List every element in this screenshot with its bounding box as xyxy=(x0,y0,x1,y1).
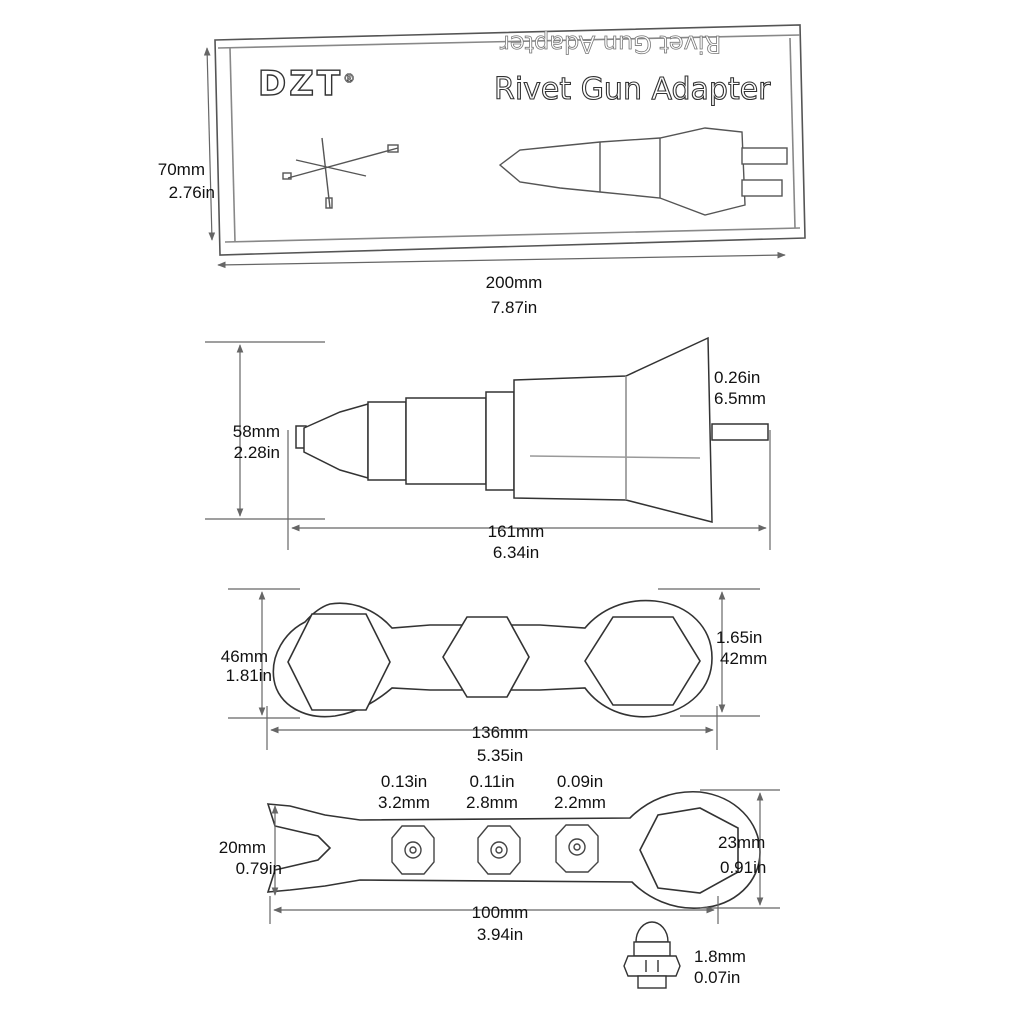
nut2-size-mm: 2.8mm xyxy=(466,793,518,812)
nut1-size-mm: 3.2mm xyxy=(378,793,430,812)
nut1-size-in: 0.13in xyxy=(380,772,428,791)
large-wrench-hex-mm: 42mm xyxy=(720,649,768,668)
adapter-dimension-lines xyxy=(205,341,771,550)
box-title: Rivet Gun Adapter xyxy=(493,71,771,107)
large-wrench-dimension-lines xyxy=(228,588,760,750)
nut2-size-in: 0.11in xyxy=(469,772,515,791)
box-height-in: 2.76in xyxy=(168,183,215,202)
small-wrench-nuts xyxy=(391,824,599,875)
nut3-size-mm: 2.2mm xyxy=(554,793,606,812)
small-wrench-left-in: 0.79in xyxy=(235,859,282,878)
adapter-shaft-mm: 6.5mm xyxy=(714,389,766,408)
small-wrench-right-mm: 23mm xyxy=(718,833,766,852)
box-rivet-gun-icon xyxy=(498,127,788,216)
adapter-length-mm: 161mm xyxy=(487,522,545,541)
large-wrench-drawing xyxy=(272,599,713,718)
rivet-nut-size-mm: 1.8mm xyxy=(694,947,746,966)
box-rivet-cross-icon xyxy=(282,137,399,209)
small-wrench-length-mm: 100mm xyxy=(471,903,529,922)
box-width-in: 7.87in xyxy=(490,298,538,317)
brand-text: DZT xyxy=(257,63,344,104)
adapter-height-mm: 58mm xyxy=(232,422,280,441)
brand-logo: DZT® xyxy=(257,63,359,104)
box-mirrored-title: Rivet Gun Adapter xyxy=(500,30,722,59)
large-wrench-length-mm: 136mm xyxy=(471,723,529,742)
large-wrench-height-mm: 46mm xyxy=(220,647,268,666)
brand-mark: ® xyxy=(343,71,359,86)
large-wrench-hex-in: 1.65in xyxy=(716,628,763,647)
box-width-mm: 200mm xyxy=(485,273,543,292)
adapter-height-in: 2.28in xyxy=(233,443,280,462)
small-wrench-dimension-lines xyxy=(269,789,780,924)
small-wrench-length-in: 3.94in xyxy=(476,925,524,944)
small-wrench-right-in: 0.91in xyxy=(720,858,767,877)
large-wrench-height-in: 1.81in xyxy=(225,666,272,685)
rivet-adapter-drawing xyxy=(295,336,769,523)
small-wrench-left-mm: 20mm xyxy=(218,838,266,857)
nut3-size-in: 0.09in xyxy=(556,772,604,791)
box-dimension-lines xyxy=(203,47,786,269)
adapter-length-in: 6.34in xyxy=(492,543,540,562)
large-wrench-length-in: 5.35in xyxy=(476,746,524,765)
box-height-mm: 70mm xyxy=(157,160,205,179)
rivet-nut-drawing xyxy=(623,921,681,989)
adapter-shaft-in: 0.26in xyxy=(714,368,761,387)
rivet-nut-size-in: 0.07in xyxy=(694,968,741,987)
